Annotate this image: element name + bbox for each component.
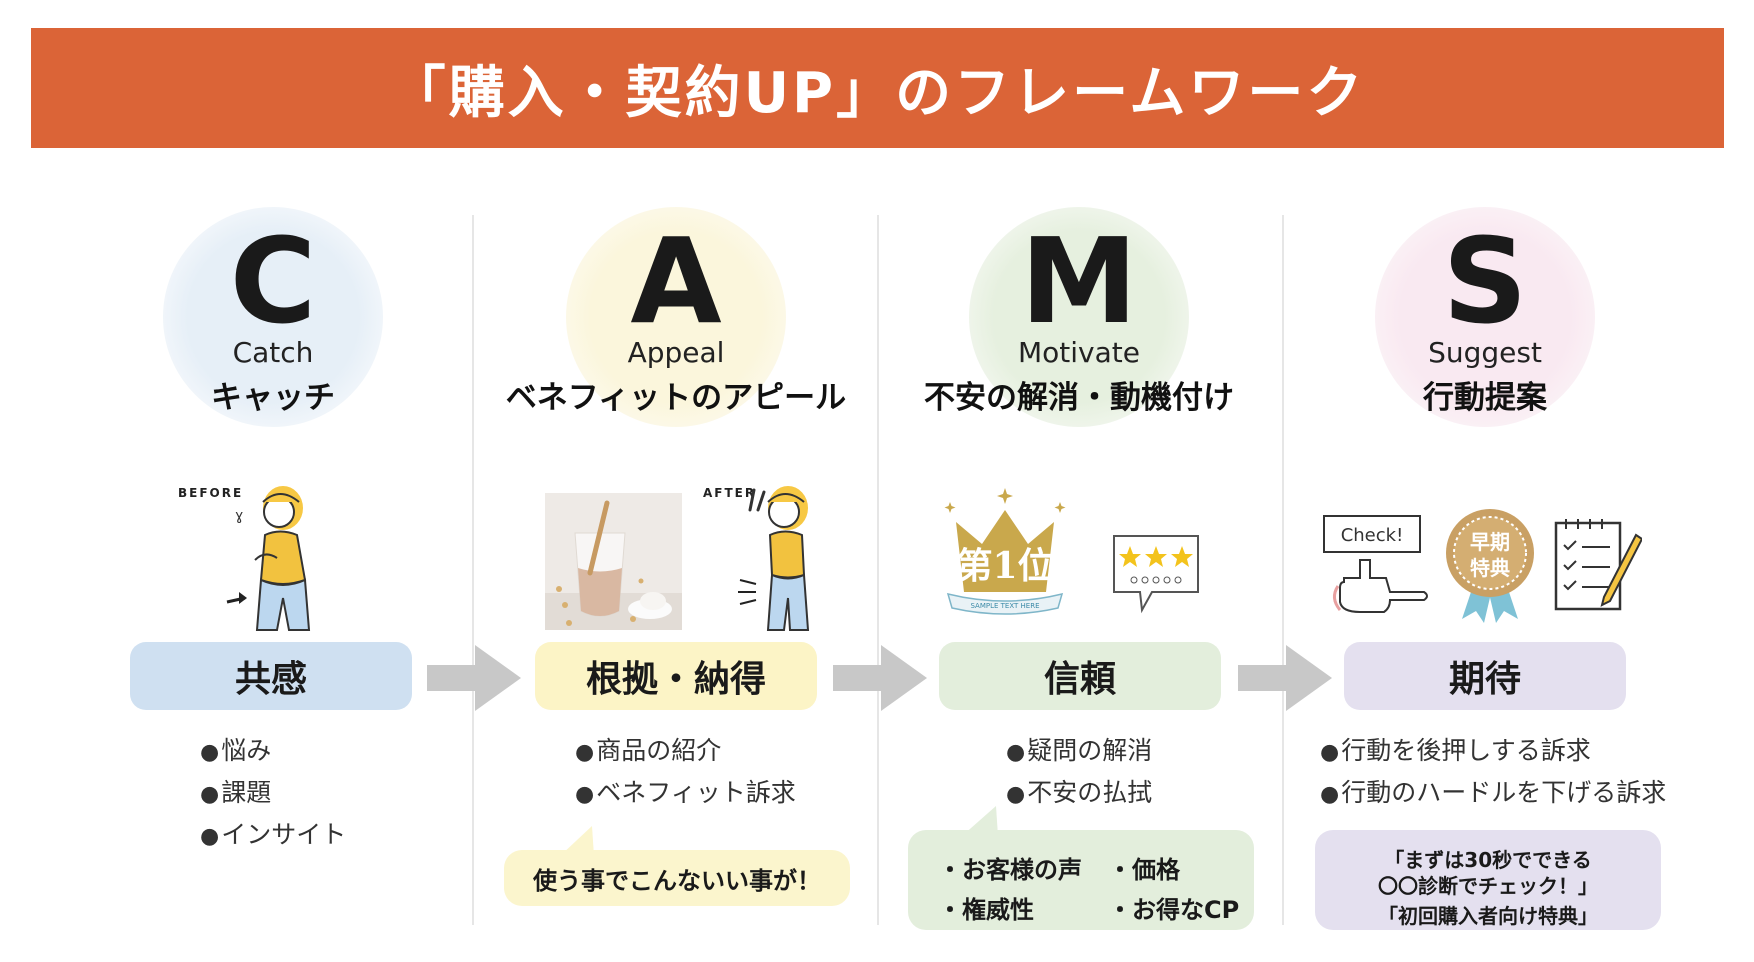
letter-circle bbox=[163, 207, 383, 427]
bullet-text: 商品の紹介 bbox=[596, 736, 722, 765]
bullet-text: 課題 bbox=[221, 778, 272, 807]
letter-circle bbox=[969, 207, 1189, 427]
check-pointing-hand-icon: Check! bbox=[1323, 515, 1428, 613]
flow-arrow-icon bbox=[1238, 645, 1332, 711]
callout-box: ・お客様の声 ・価格 ・権威性 ・お得なCP bbox=[908, 830, 1254, 930]
after-label: AFTER bbox=[703, 486, 757, 500]
protein-drink-photo bbox=[545, 493, 682, 630]
bullet-dot-icon: ● bbox=[1006, 740, 1026, 765]
flow-arrow-icon bbox=[833, 645, 927, 711]
badge-text-line2: 特典 bbox=[1470, 556, 1510, 580]
ranking-crown-icon: 第1位 SAMPLE TEXT HERE bbox=[944, 488, 1066, 615]
callout-bubble: 使う事でこんないい事が！ bbox=[504, 850, 850, 906]
flow-arrow-icon bbox=[427, 645, 521, 711]
callout-box: 「まずは30秒でできる 〇〇診断でチェック！」 「初回購入者向け特典」 bbox=[1315, 830, 1661, 930]
letter-a: A bbox=[630, 212, 722, 350]
bullet-text: 疑問の解消 bbox=[1027, 736, 1153, 765]
callout-line: 「初回購入者向け特典」 bbox=[1378, 904, 1598, 928]
bullet-list: ●悩み ●課題 ●インサイト bbox=[200, 738, 346, 864]
bullet-text: 悩み bbox=[221, 736, 272, 765]
bullet-dot-icon: ● bbox=[575, 782, 595, 807]
callout-item: ・お客様の声 bbox=[938, 856, 1082, 884]
stage-expectation: 期待 bbox=[1344, 642, 1626, 710]
japanese-label: 不安の解消・動機付け bbox=[924, 380, 1234, 416]
stage-reason-acceptance: 根拠・納得 bbox=[535, 642, 817, 710]
bullet-dot-icon: ● bbox=[575, 740, 595, 765]
bullet-dot-icon: ● bbox=[1320, 740, 1340, 765]
stress-mark: ɣ bbox=[235, 508, 243, 524]
english-label: Appeal bbox=[627, 336, 725, 369]
english-label: Catch bbox=[232, 336, 314, 369]
bullet-text: 行動を後押しする訴求 bbox=[1341, 736, 1591, 765]
checklist-notebook-icon bbox=[1554, 519, 1642, 611]
list-item: ●不安の払拭 bbox=[1006, 780, 1152, 806]
japanese-label: 行動提案 bbox=[1423, 380, 1547, 416]
woman-after-illustration bbox=[738, 486, 810, 631]
bullet-dot-icon: ● bbox=[200, 824, 220, 849]
bullet-dot-icon: ● bbox=[200, 740, 220, 765]
callout-tail bbox=[560, 826, 594, 856]
stage-empathy: 共感 bbox=[130, 642, 412, 710]
japanese-label: ベネフィットのアピール bbox=[505, 380, 847, 416]
bullet-dot-icon: ● bbox=[1006, 782, 1026, 807]
column-divider bbox=[1282, 215, 1284, 925]
early-bird-badge-icon: 早期 特典 bbox=[1446, 509, 1534, 623]
badge-text-line1: 早期 bbox=[1470, 530, 1510, 554]
list-item: ●インサイト bbox=[200, 822, 346, 848]
page-title: 「購入・契約UP」のフレームワーク bbox=[389, 60, 1366, 126]
crown-ribbon-text: SAMPLE TEXT HERE bbox=[970, 602, 1039, 610]
letter-circle bbox=[566, 207, 786, 427]
letter-circle bbox=[1375, 207, 1595, 427]
letter-c: C bbox=[229, 212, 317, 350]
before-label: BEFORE bbox=[178, 486, 244, 500]
callout-item: ・お得なCP bbox=[1108, 896, 1240, 924]
bullet-text: 行動のハードルを下げる訴求 bbox=[1341, 778, 1667, 807]
bullet-list: ●商品の紹介 ●ベネフィット訴求 bbox=[575, 738, 796, 822]
bullet-dot-icon: ● bbox=[1320, 782, 1340, 807]
english-label: Suggest bbox=[1428, 336, 1542, 369]
woman-before-illustration: ɣ bbox=[226, 486, 311, 631]
stage-label: 共感 bbox=[234, 659, 307, 700]
bullet-text: ベネフィット訴求 bbox=[596, 778, 796, 807]
english-label: Motivate bbox=[1018, 336, 1140, 369]
stage-label: 信頼 bbox=[1043, 659, 1116, 700]
column-divider bbox=[472, 215, 474, 925]
list-item: ●ベネフィット訴求 bbox=[575, 780, 796, 806]
bullet-text: インサイト bbox=[221, 820, 347, 849]
crown-rank-text: 第1位 bbox=[956, 545, 1053, 587]
stage-label: 根拠・納得 bbox=[585, 659, 766, 700]
bullet-text: 不安の払拭 bbox=[1027, 778, 1153, 807]
letter-m: M bbox=[1020, 212, 1138, 350]
callout-line: 〇〇診断でチェック！」 bbox=[1378, 874, 1598, 898]
title-banner: 「購入・契約UP」のフレームワーク bbox=[31, 28, 1724, 148]
letter-s: S bbox=[1442, 212, 1528, 350]
bullet-list: ●疑問の解消 ●不安の払拭 bbox=[1006, 738, 1152, 822]
list-item: ●商品の紹介 bbox=[575, 738, 796, 764]
stage-trust: 信頼 bbox=[939, 642, 1221, 710]
callout-tail bbox=[962, 806, 998, 836]
stage-label: 期待 bbox=[1448, 659, 1521, 700]
list-item: ●行動を後押しする訴求 bbox=[1320, 738, 1666, 764]
callout-text: 使う事でこんないい事が！ bbox=[533, 866, 821, 895]
callout-item: ・価格 bbox=[1108, 856, 1180, 884]
bullet-list: ●行動を後押しする訴求 ●行動のハードルを下げる訴求 bbox=[1320, 738, 1666, 822]
list-item: ●悩み bbox=[200, 738, 346, 764]
review-stars-icon bbox=[1113, 535, 1199, 614]
callout-item: ・権威性 bbox=[938, 896, 1034, 924]
list-item: ●疑問の解消 bbox=[1006, 738, 1152, 764]
list-item: ●行動のハードルを下げる訴求 bbox=[1320, 780, 1666, 806]
callout-line: 「まずは30秒でできる bbox=[1384, 848, 1592, 872]
column-divider bbox=[877, 215, 879, 925]
bullet-dot-icon: ● bbox=[200, 782, 220, 807]
japanese-label: キャッチ bbox=[211, 380, 335, 416]
check-text: Check! bbox=[1341, 525, 1404, 546]
list-item: ●課題 bbox=[200, 780, 346, 806]
